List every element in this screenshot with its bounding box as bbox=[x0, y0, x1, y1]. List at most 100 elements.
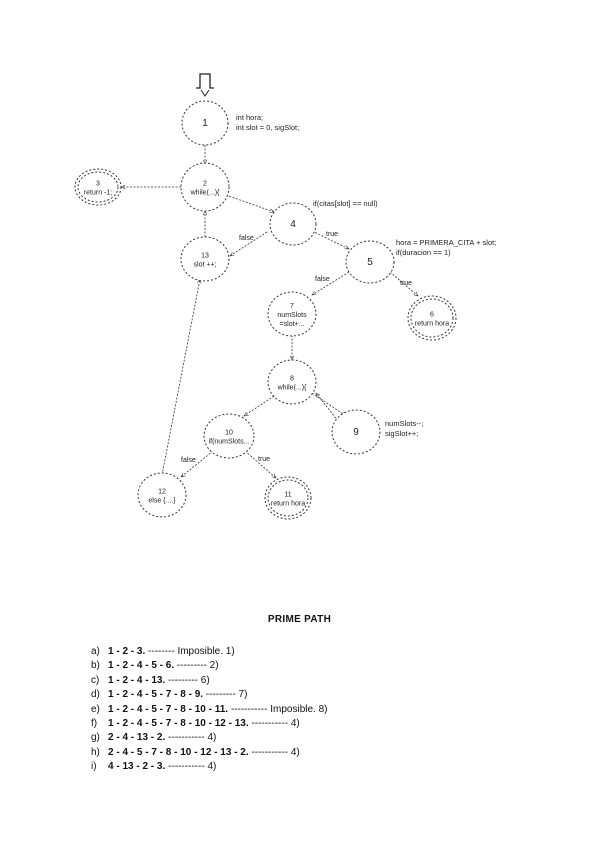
prime-path-sequence: 1 - 2 - 4 - 5 - 7 - 8 - 10 - 11. bbox=[108, 703, 229, 715]
node-1-text-0: 1 bbox=[202, 118, 208, 129]
node-11-shape bbox=[264, 476, 312, 520]
annotation-node-5: hora = PRIMERA_CITA + slot; if(duracion … bbox=[396, 238, 498, 257]
prime-path-note: ----------- 4) bbox=[165, 761, 217, 773]
prime-path-letter: f) bbox=[91, 717, 98, 729]
node-3-text-0: 3 bbox=[96, 181, 100, 188]
prime-path-sequence: 1 - 2 - 4 - 5 - 7 - 8 - 10 - 12 - 13. bbox=[108, 717, 249, 729]
node-7: 7 numSlots =slot+... bbox=[267, 291, 317, 337]
node-7-text-0: 7 bbox=[290, 303, 294, 310]
prime-path-sequence: 1 - 2 - 4 - 5 - 6. bbox=[108, 660, 175, 672]
node-5: 5 bbox=[345, 240, 395, 284]
edges bbox=[121, 145, 418, 478]
prime-path-note: --------- 6) bbox=[165, 674, 210, 686]
edge-5-6 bbox=[389, 271, 418, 296]
node-3-text-1: return -1; bbox=[84, 190, 112, 197]
node-10-text-0: 10 bbox=[225, 430, 233, 437]
prime-path-sequence: 2 - 4 - 13 - 2. bbox=[108, 732, 166, 744]
edge-label-5-7: false bbox=[315, 276, 330, 283]
node-5-shape bbox=[345, 240, 395, 284]
prime-path-note: ----------- Imposible. 8) bbox=[228, 703, 328, 715]
prime-path-list: a)1 - 2 - 3. -------- Imposible. 1)b) 1 -… bbox=[91, 645, 328, 775]
prime-path-item: c) 1 - 2 - 4 - 13. --------- 6) bbox=[91, 674, 328, 688]
annotation-node-9: numSlots--; sigSlot++; bbox=[385, 419, 425, 438]
node-3-shape bbox=[74, 168, 122, 206]
node-13-text-0: 13 bbox=[201, 253, 209, 260]
node-12-text-1: else {....} bbox=[148, 498, 176, 505]
node-10: 10if(numSlots... bbox=[203, 413, 255, 459]
node-7-text-2: =slot+... bbox=[280, 321, 305, 328]
node-13: 13 slot ++; bbox=[180, 236, 230, 282]
prime-path-sequence: 1 - 2 - 4 - 13. bbox=[108, 674, 166, 686]
edge-label-10-11: true bbox=[258, 456, 270, 463]
prime-path-letter: b) bbox=[91, 660, 100, 672]
annotation-node-1: int hora; int slot = 0, sigSlot; bbox=[236, 113, 299, 132]
prime-path-letter: d) bbox=[91, 689, 100, 701]
node-7-shape bbox=[267, 291, 317, 337]
node-6-shape bbox=[407, 295, 457, 341]
edge-label-10-12: false bbox=[181, 457, 196, 464]
node-6: 6 return hora bbox=[407, 295, 457, 341]
node-1: 1 bbox=[181, 100, 229, 146]
node-1-shape bbox=[181, 100, 229, 146]
node-2-shape bbox=[180, 162, 230, 212]
node-6-text-1: return hora bbox=[415, 321, 449, 328]
prime-path-item: i)4 - 13 - 2 - 3. ----------- 4) bbox=[91, 760, 328, 774]
node-9: 9 bbox=[331, 409, 381, 455]
node-11-inner-shape bbox=[267, 479, 309, 517]
prime-path-sequence: 2 - 4 - 5 - 7 - 8 - 10 - 12 - 13 - 2. bbox=[108, 746, 249, 758]
node-13-shape bbox=[180, 236, 230, 282]
node-8-text-0: 8 bbox=[290, 376, 294, 383]
prime-path-item: f)1 - 2 - 4 - 5 - 7 - 8 - 10 - 12 - 13. … bbox=[91, 717, 328, 731]
prime-path-note: --------- 7) bbox=[203, 689, 248, 701]
edge-label-4-13: false bbox=[239, 235, 254, 242]
prime-path-note: ----------- 4) bbox=[248, 717, 300, 729]
node-9-shape bbox=[331, 409, 381, 455]
prime-path-item: d) 1 - 2 - 4 - 5 - 7 - 8 - 9. --------- 7… bbox=[91, 688, 328, 702]
prime-path-letter: c) bbox=[91, 674, 100, 686]
section-title: PRIME PATH bbox=[267, 614, 332, 625]
node-12-shape bbox=[137, 472, 187, 518]
prime-path-note: -------- Imposible. 1) bbox=[145, 646, 235, 657]
edge-10-12 bbox=[181, 450, 214, 477]
node-11-text-0: 11 bbox=[284, 492, 291, 499]
node-7-text-1: numSlots bbox=[277, 312, 307, 319]
prime-path-letter: g) bbox=[91, 732, 100, 744]
edge-12-13 bbox=[161, 279, 200, 476]
prime-path-note: --------- 2) bbox=[174, 660, 219, 672]
prime-path-item: b) 1 - 2 - 4 - 5 - 6. --------- 2) bbox=[91, 659, 328, 673]
node-5-text-0: 5 bbox=[367, 257, 373, 268]
node-3-inner-shape bbox=[77, 171, 119, 203]
prime-path-item: e) 1 - 2 - 4 - 5 - 7 - 8 - 10 - 11. -----… bbox=[91, 703, 328, 717]
prime-path-letter: h) bbox=[91, 746, 100, 758]
prime-path-letter: i) bbox=[91, 761, 97, 773]
prime-path-sequence: 1 - 2 - 4 - 5 - 7 - 8 - 9. bbox=[108, 689, 204, 701]
node-4-shape bbox=[269, 202, 317, 246]
annotation-node-4: if(citas[slot] == null) bbox=[313, 199, 378, 208]
node-12: 12 else {....} bbox=[137, 472, 187, 518]
edge-label-4-5: true bbox=[326, 231, 338, 238]
edge-8-9 bbox=[311, 392, 346, 416]
prime-path-letter: e) bbox=[91, 703, 100, 715]
node-8-shape bbox=[267, 359, 317, 405]
node-13-text-1: slot ++; bbox=[194, 262, 217, 269]
start-arrow-icon bbox=[200, 89, 210, 97]
node-6-text-0: 6 bbox=[430, 312, 434, 319]
prime-path-item: g)2 - 4 - 13 - 2. ----------- 4) bbox=[91, 731, 328, 745]
prime-path-item: a)1 - 2 - 3. -------- Imposible. 1) bbox=[91, 645, 328, 659]
edge-2-4 bbox=[225, 194, 274, 212]
node-3: 3 return -1; bbox=[74, 168, 122, 206]
node-4: 4 bbox=[269, 202, 317, 246]
node-11: 11 return hora bbox=[264, 476, 312, 520]
control-flow-graph: false true false true false true 1 2while… bbox=[74, 73, 498, 520]
node-11-text-1: return hora bbox=[271, 501, 305, 508]
node-10-shape bbox=[203, 413, 255, 459]
edge-8-10 bbox=[244, 395, 275, 416]
prime-path-item: h)2 - 4 - 5 - 7 - 8 - 10 - 12 - 13 - 2. … bbox=[91, 746, 328, 760]
node-2-text-0: 2 bbox=[203, 181, 207, 188]
edge-5-7 bbox=[312, 271, 350, 295]
node-12-text-0: 12 bbox=[158, 489, 166, 496]
prime-path-sequence: 1 - 2 - 3. bbox=[108, 646, 146, 657]
edge-label-5-6: true bbox=[400, 280, 412, 287]
